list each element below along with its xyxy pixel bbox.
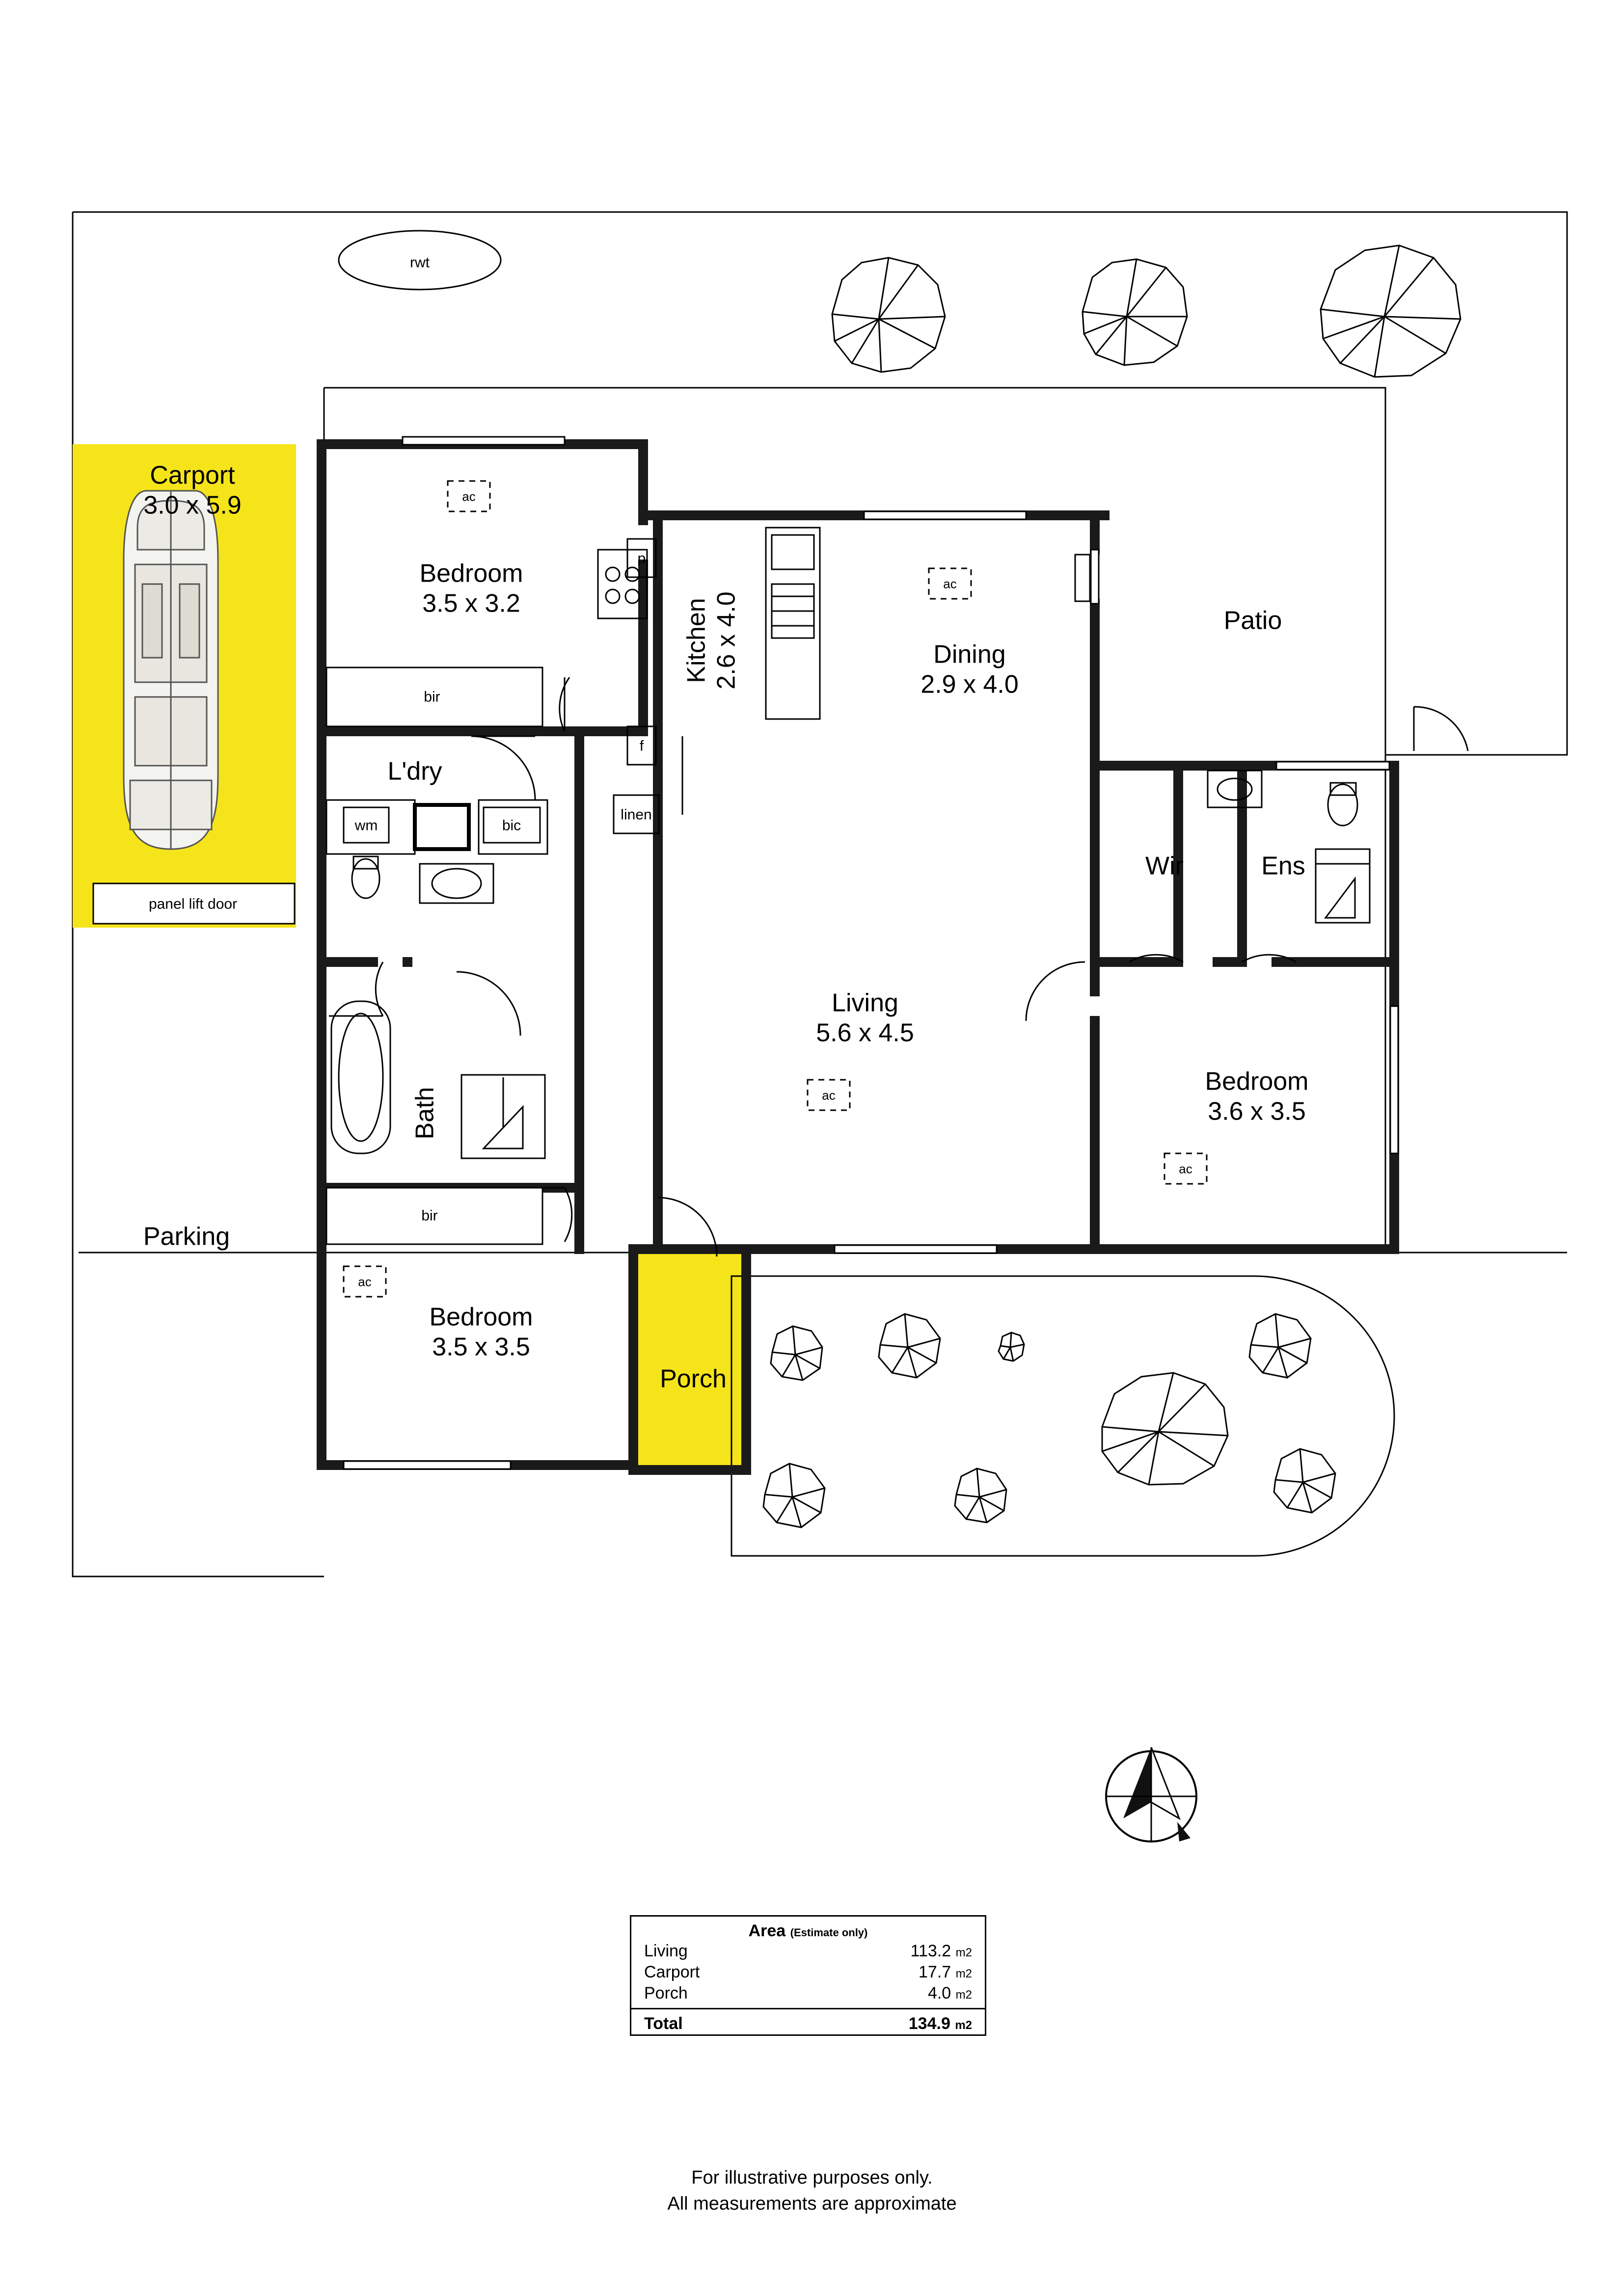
room-label-porch: Porch [660, 1364, 727, 1393]
small-boxes [92, 538, 660, 925]
area-row-carport: Carport 17.7 m2 [644, 1963, 972, 1981]
room-label-dining: Dining 2.9 x 4.0 [920, 640, 1019, 699]
annotation-wm: wm [354, 817, 378, 834]
garden-bed [731, 1275, 1395, 1557]
disclaimer-line-1: For illustrative purposes only. [691, 2167, 933, 2188]
ac-markers [343, 480, 1208, 1298]
annotation-ac-dining: ac [943, 576, 957, 591]
room-label-carport: Carport 3.0 x 5.9 [143, 461, 242, 520]
annotation-f: f [639, 738, 644, 754]
door-swings [329, 677, 1469, 1257]
area-row-living: Living 113.2 m2 [644, 1942, 972, 1960]
room-label-living: Living 5.6 x 4.5 [816, 988, 914, 1047]
room-label-patio: Patio [1223, 606, 1282, 635]
room-label-bedroom-1: Bedroom 3.5 x 3.2 [419, 559, 523, 618]
trees-garden [762, 1313, 1336, 1528]
room-label-bedroom-2: Bedroom 3.6 x 3.5 [1205, 1067, 1309, 1126]
annotation-bic: bic [502, 817, 521, 834]
room-label-wir: Wir [1145, 852, 1184, 881]
area-row-porch: Porch 4.0 m2 [644, 1984, 972, 2002]
annotation-ac-bedroom3: ac [358, 1274, 372, 1289]
room-label-parking: Parking [143, 1222, 230, 1251]
disclaimer-line-2: All measurements are approximate [667, 2193, 957, 2214]
room-label-laundry: L'dry [387, 757, 442, 786]
annotation-ac-bedroom2: ac [1179, 1161, 1192, 1176]
room-label-ens: Ens [1261, 852, 1305, 881]
annotation-bir-bedroom1: bir [424, 689, 440, 705]
room-label-bath: Bath [410, 1087, 439, 1140]
fixtures [325, 436, 1399, 1470]
annotation-linen: linen [621, 806, 652, 823]
room-label-kitchen: Kitchen 2.6 x 4.0 [682, 591, 741, 690]
area-summary-table: Area (Estimate only) Living 113.2 m2 Car… [630, 1915, 986, 2036]
room-label-bedroom-3: Bedroom 3.5 x 3.5 [429, 1303, 533, 1362]
annotation-panel-lift-door: panel lift door [148, 896, 238, 912]
compass-rose [1105, 1747, 1197, 1842]
annotation-p: p [637, 550, 646, 567]
area-table-title: Area (Estimate only) [748, 1922, 868, 1940]
area-row-total: Total 134.9 m2 [631, 2008, 985, 2034]
rwt-tank [338, 230, 502, 291]
annotation-rwt: rwt [410, 254, 430, 271]
trees-top [831, 244, 1462, 378]
annotation-bir-bedroom3: bir [421, 1207, 438, 1224]
annotation-ac-living: ac [822, 1088, 836, 1103]
car-illustration [123, 490, 219, 850]
annotation-ac-bedroom1: ac [462, 489, 476, 504]
